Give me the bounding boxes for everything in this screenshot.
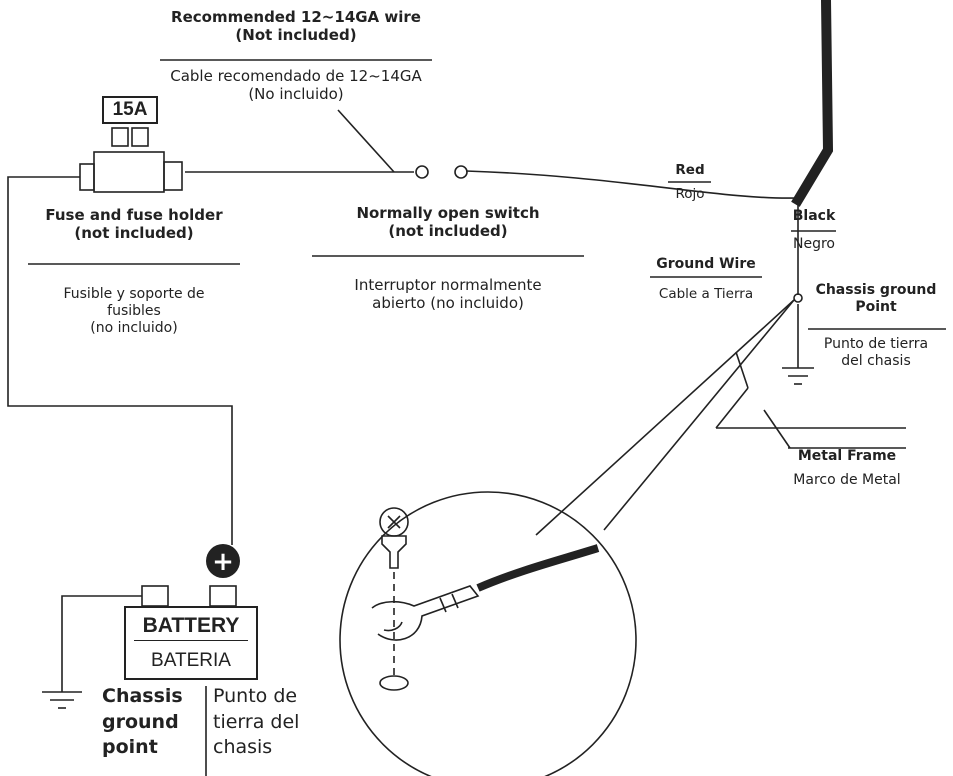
wire-label-en-1: Recommended 12~14GA wire [171, 8, 421, 26]
fuse-label-es-1: Fusible y soporte de [63, 286, 205, 302]
chassis-point-left-en: Chassis ground point [102, 684, 183, 761]
fuse-amperage: 15A [102, 96, 158, 124]
wire-label-es-1: Cable recomendado de 12~14GA [170, 67, 422, 85]
ground-symbol-icon [782, 304, 814, 385]
metal-frame-label-es: Marco de Metal [793, 472, 901, 488]
fuse-label-es: Fusible y soporte de fusibles (no inclui… [10, 286, 258, 336]
wire-label-en-2: (Not included) [235, 26, 357, 44]
red-wire-label-en: Red [675, 162, 705, 178]
chassis-point-left-es-1: Punto de [213, 685, 298, 707]
red-wire-label-es: Rojo [675, 186, 705, 202]
metal-frame-label-en: Metal Frame [797, 448, 897, 464]
fuse-label-es-2: fusibles [107, 302, 161, 319]
chassis-point-right-es: Punto de tierra del chasis [800, 336, 952, 370]
ground-wire-label-en: Ground Wire [656, 256, 756, 272]
black-wire-label-es: Negro [793, 236, 835, 252]
switch-label-es-2: abierto (no incluido) [372, 294, 524, 312]
chassis-point-right-en: Chassis ground Point [800, 282, 952, 316]
black-wire-icon [791, 0, 834, 207]
battery-positive-symbol: + [212, 547, 234, 577]
chassis-point-left-en-3: point [102, 736, 158, 759]
detail-circle-icon [339, 491, 637, 776]
red-wire-icon [465, 170, 798, 199]
chassis-point-right-es-2: del chasis [841, 352, 911, 369]
chassis-point-left-es-2: tierra del [213, 710, 300, 733]
switch-label-en: Normally open switch (not included) [300, 204, 596, 240]
chassis-point-right-en-2: Point [855, 298, 897, 315]
chassis-point-left-en-1: Chassis [102, 685, 183, 707]
switch-label-es: Interruptor normalmente abierto (no incl… [300, 276, 596, 312]
fuse-label-es-3: (no incluido) [90, 319, 178, 336]
chassis-point-right-en-1: Chassis ground [815, 282, 937, 298]
black-wire-label-en: Black [792, 208, 836, 224]
ground-wire-label-es: Cable a Tierra [658, 286, 754, 302]
switch-label-es-1: Interruptor normalmente [354, 276, 542, 294]
chassis-point-left-en-2: ground [102, 710, 179, 733]
chassis-point-left-es-3: chasis [213, 736, 273, 759]
switch-label-en-2: (not included) [388, 222, 508, 240]
chassis-point-right-es-1: Punto de tierra [823, 336, 929, 352]
ground-symbol-icon-left [42, 691, 82, 709]
battery-icon: BATTERY BATERIA [124, 606, 258, 680]
fuse-label-en-1: Fuse and fuse holder [45, 206, 223, 224]
fuse-label-en: Fuse and fuse holder (not included) [10, 206, 258, 242]
switch-label-en-1: Normally open switch [356, 204, 540, 222]
wire-label-en: Recommended 12~14GA wire (Not included) [110, 8, 482, 44]
battery-positive-icon [206, 544, 240, 578]
wire-label-es-2: (No incluido) [248, 85, 344, 103]
switch-icon [415, 165, 468, 179]
battery-label-es: BATERIA [151, 650, 231, 671]
screw-icon [379, 507, 409, 569]
ring-terminal-icon [371, 585, 480, 641]
fuse-label-en-2: (not included) [74, 224, 194, 242]
wire-label-es: Cable recomendado de 12~14GA (No incluid… [110, 67, 482, 103]
fuse-holder-icon [79, 127, 183, 193]
chassis-point-left-es: Punto de tierra del chasis [213, 684, 299, 761]
battery-label-en: BATTERY [134, 614, 248, 641]
